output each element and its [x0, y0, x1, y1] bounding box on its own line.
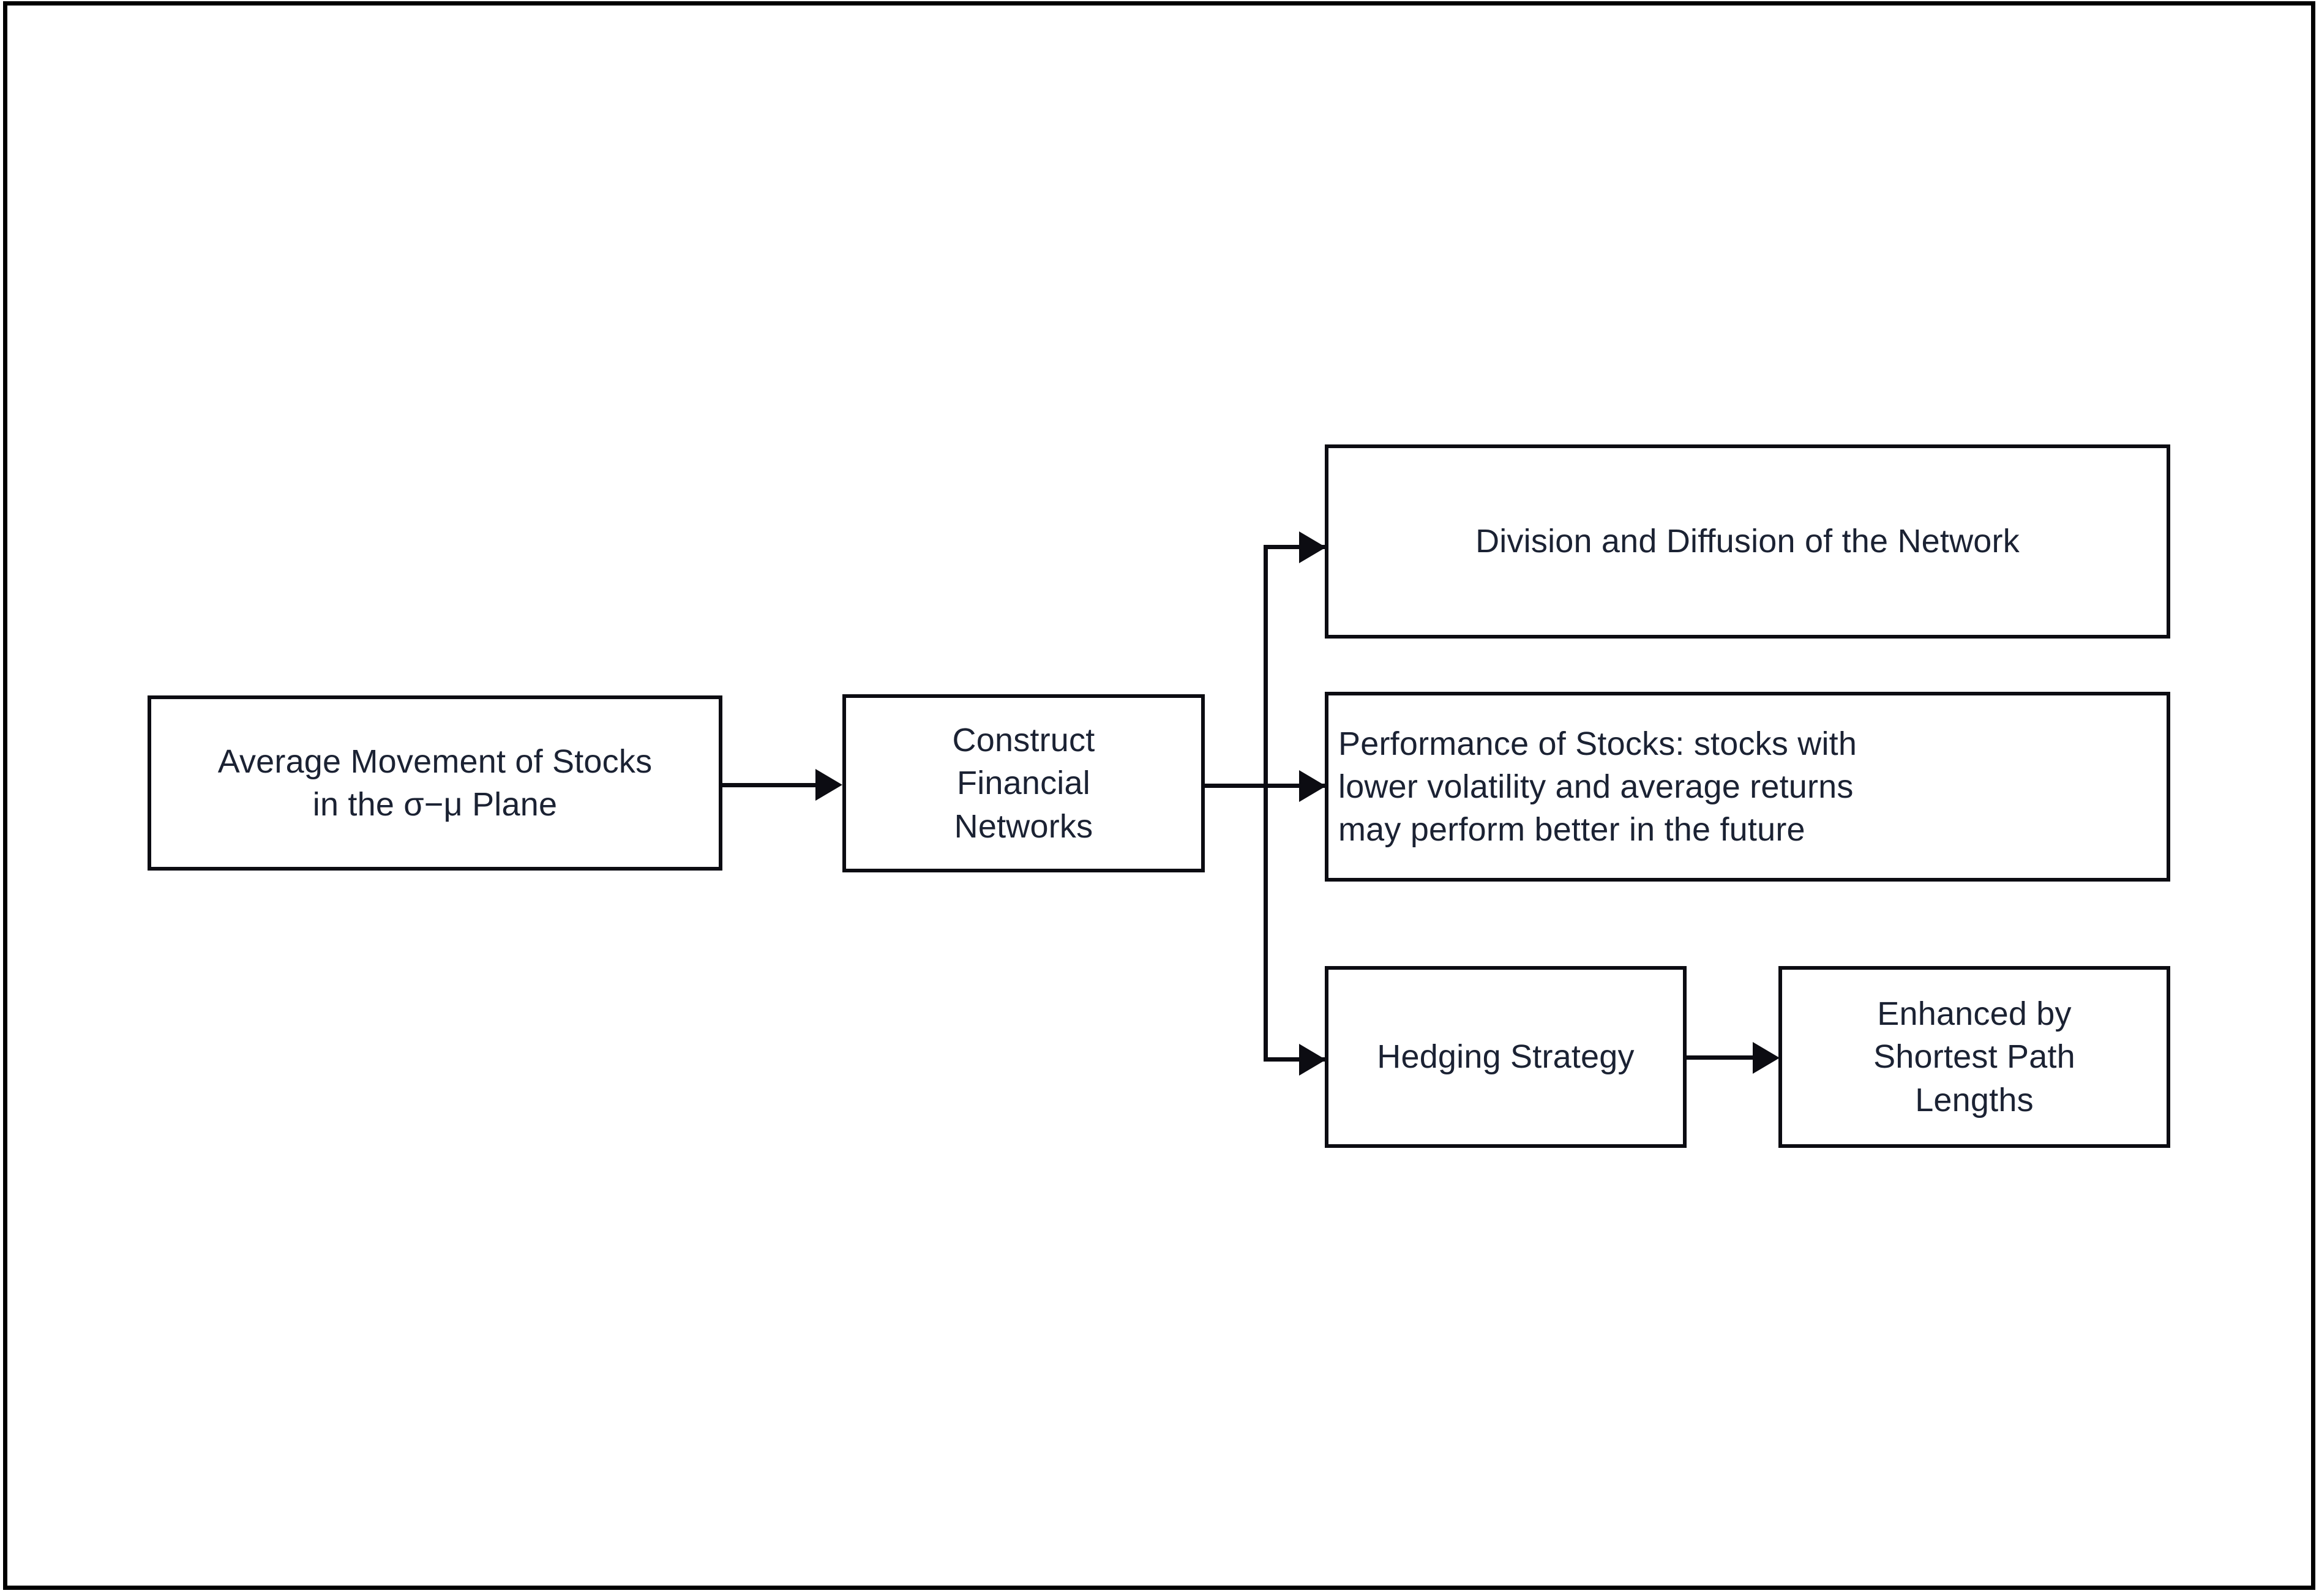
node-average-movement[interactable]: Average Movement of Stocks in the σ−μ Pl… — [148, 695, 722, 871]
node-shortest-path-lengths-label: Enhanced by Shortest Path Lengths — [1873, 995, 2075, 1118]
edge-construct-stem — [1205, 784, 1268, 788]
node-performance-of-stocks-label: Performance of Stocks: stocks with lower… — [1338, 725, 1857, 849]
node-division-diffusion[interactable]: Division and Diffusion of the Network — [1325, 444, 2170, 639]
edge-average-to-construct-arrowhead — [815, 769, 842, 801]
node-average-movement-label: Average Movement of Stocks in the σ−μ Pl… — [217, 743, 653, 823]
edge-construct-to-performance-arrowhead — [1299, 770, 1326, 802]
edge-construct-to-division-arrowhead — [1299, 531, 1326, 563]
node-hedging-strategy[interactable]: Hedging Strategy — [1325, 966, 1687, 1148]
edge-construct-to-hedging-line — [1264, 1057, 1326, 1062]
node-performance-of-stocks[interactable]: Performance of Stocks: stocks with lower… — [1325, 692, 2170, 882]
edge-average-to-construct-line — [722, 783, 815, 787]
node-construct-networks-label: Construct Financial Networks — [952, 722, 1095, 845]
edge-hedging-to-shortest-path-line — [1687, 1055, 1754, 1060]
branch-spine — [1264, 545, 1268, 1062]
node-shortest-path-lengths[interactable]: Enhanced by Shortest Path Lengths — [1778, 966, 2170, 1148]
node-hedging-strategy-label: Hedging Strategy — [1377, 1038, 1635, 1076]
edge-hedging-to-shortest-path-arrowhead — [1753, 1042, 1780, 1074]
node-division-diffusion-label: Division and Diffusion of the Network — [1475, 523, 2020, 560]
edge-construct-to-hedging-arrowhead — [1299, 1044, 1326, 1076]
edge-construct-to-performance-line — [1264, 784, 1326, 788]
node-construct-networks[interactable]: Construct Financial Networks — [842, 694, 1205, 872]
